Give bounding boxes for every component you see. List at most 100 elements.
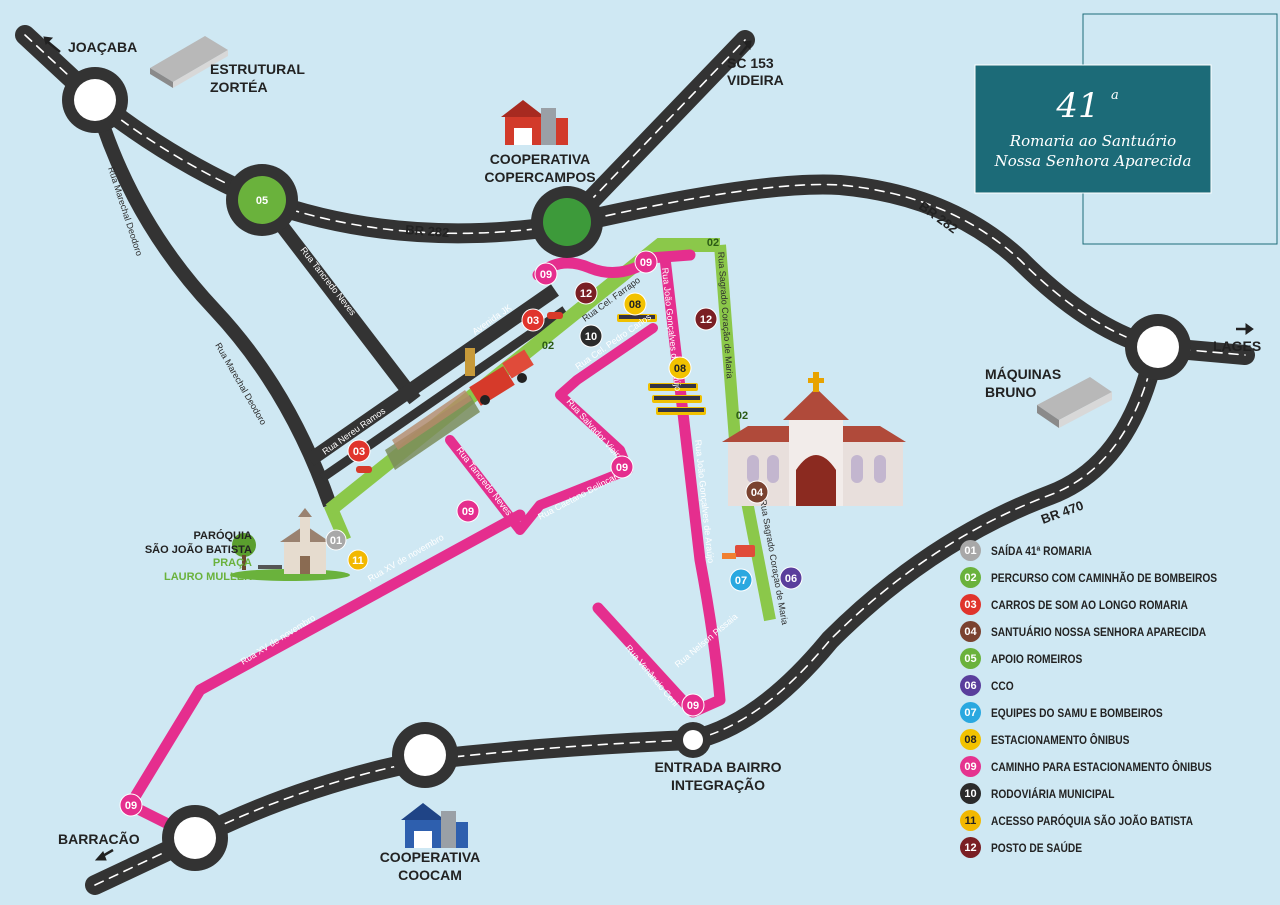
label-sc153-1: SC 153 <box>727 55 774 71</box>
direction-arrows <box>43 36 1254 861</box>
roundabout-coocam <box>392 722 458 788</box>
svg-text:02: 02 <box>707 237 719 249</box>
label-maquinas-1: MÁQUINAS <box>985 366 1061 382</box>
legend-item: 11 ACESSO PARÓQUIA SÃO JOÃO BATISTA <box>960 807 1280 834</box>
svg-text:06: 06 <box>785 573 797 585</box>
marker-07: 07 <box>729 568 753 592</box>
marker-05: 05 <box>256 195 268 207</box>
local-streets <box>88 98 568 508</box>
legend-label: CAMINHO PARA ESTACIONAMENTO ÔNIBUS <box>991 759 1212 774</box>
place-labels: JOAÇABA ESTRUTURAL ZORTÉA COOPERATIVA CO… <box>58 39 1261 883</box>
marker-08-a: 08 <box>623 292 647 316</box>
maquinas-building-icon <box>1037 377 1112 428</box>
marker-03-b: 03 <box>347 439 371 463</box>
roundabouts <box>62 67 1191 871</box>
label-br282-a: BR 282 <box>405 222 450 240</box>
legend-item: 05 APOIO ROMEIROS <box>960 645 1280 672</box>
svg-text:03: 03 <box>527 315 539 327</box>
svg-text:08: 08 <box>674 363 686 375</box>
estrutural-building-icon <box>150 36 228 88</box>
marker-09-b: 09 <box>634 250 658 274</box>
label-estrutural-2: ZORTÉA <box>210 79 268 95</box>
marker-02-c: 02 <box>736 410 748 422</box>
legend-number-badge: 01 <box>960 540 981 561</box>
label-coop-cop-1: COOPERATIVA <box>490 151 591 167</box>
label-coocam-1: COOPERATIVA <box>380 849 481 865</box>
roundabout-joacaba <box>62 67 128 133</box>
legend-label: PERCURSO COM CAMINHÃO DE BOMBEIROS <box>991 570 1218 585</box>
legend-number-badge: 05 <box>960 648 981 669</box>
marker-06: 06 <box>779 566 803 590</box>
buses-icon <box>617 314 706 415</box>
arrow-joacaba-icon <box>43 36 61 53</box>
svg-text:09: 09 <box>462 506 474 518</box>
label-paroquia-1: PARÓQUIA <box>194 529 253 542</box>
marker-09-c: 09 <box>610 455 634 479</box>
coocam-barn-icon <box>401 803 468 848</box>
marker-02-b: 02 <box>707 237 719 249</box>
marker-11: 11 <box>347 549 369 571</box>
legend-label: ACESSO PARÓQUIA SÃO JOÃO BATISTA <box>991 813 1193 828</box>
svg-text:03: 03 <box>353 446 365 458</box>
label-paroquia-2: SÃO JOÃO BATISTA <box>145 543 252 556</box>
legend-item: 02 PERCURSO COM CAMINHÃO DE BOMBEIROS <box>960 564 1280 591</box>
svg-text:04: 04 <box>751 487 764 499</box>
svg-text:12: 12 <box>580 288 592 300</box>
title-edition: 41 <box>1055 86 1099 126</box>
label-barracao: BARRACÃO <box>58 830 140 847</box>
legend-label: SAÍDA 41ª ROMARIA <box>991 543 1092 558</box>
legend-label: RODOVIÁRIA MUNICIPAL <box>991 786 1115 801</box>
svg-text:09: 09 <box>125 800 137 812</box>
legend-label: CARROS DE SOM AO LONGO ROMARIA <box>991 597 1188 612</box>
title-line1: Romaria ao Santuário <box>1009 132 1176 150</box>
svg-text:11: 11 <box>352 555 364 567</box>
marker-09-f: 09 <box>119 793 143 817</box>
title-box: 41 a Romaria ao Santuário Nossa Senhora … <box>974 13 1278 245</box>
procession-crowd-icon <box>385 348 534 470</box>
marker-12-b: 12 <box>694 307 718 331</box>
roundabout-copercampos <box>531 186 603 258</box>
label-sc153-2: VIDEIRA <box>727 72 784 88</box>
legend-item: 01 SAÍDA 41ª ROMARIA <box>960 537 1280 564</box>
svg-text:08: 08 <box>629 299 641 311</box>
svg-text:07: 07 <box>735 575 747 587</box>
roundabout-lages <box>1125 314 1191 380</box>
legend-label: SANTUÁRIO NOSSA SENHORA APARECIDA <box>991 624 1207 639</box>
title-line2: Nossa Senhora Aparecida <box>994 152 1192 170</box>
marker-03-a: 03 <box>521 308 545 332</box>
label-praca-1: PRAÇA <box>213 557 252 569</box>
svg-text:01: 01 <box>330 535 342 547</box>
pink-route <box>124 249 726 841</box>
legend-number-badge: 11 <box>960 810 981 831</box>
legend-number-badge: 02 <box>960 567 981 588</box>
marker-09-e: 09 <box>681 693 705 717</box>
legend-number-badge: 07 <box>960 702 981 723</box>
title-ordinal: a <box>1111 88 1119 103</box>
svg-text:09: 09 <box>616 462 628 474</box>
label-entrada-1: ENTRADA BAIRRO <box>654 759 781 775</box>
svg-text:05: 05 <box>256 195 268 207</box>
copercampos-barn-icon <box>501 100 568 145</box>
label-maquinas-2: BRUNO <box>985 384 1036 400</box>
legend-label: APOIO ROMEIROS <box>991 651 1083 666</box>
legend-label: CCO <box>991 678 1014 693</box>
svg-text:09: 09 <box>640 257 652 269</box>
roundabout-barracao <box>162 805 228 871</box>
marker-04: 04 <box>745 480 769 504</box>
arrow-barracao-icon <box>94 848 114 861</box>
legend-number-badge: 03 <box>960 594 981 615</box>
svg-text:02: 02 <box>736 410 748 422</box>
marker-09-a: 09 <box>534 262 558 286</box>
legend-number-badge: 10 <box>960 783 981 804</box>
legend-item: 03 CARROS DE SOM AO LONGO ROMARIA <box>960 591 1280 618</box>
marker-02-a: 02 <box>542 340 554 352</box>
roundabout-05 <box>226 164 298 236</box>
svg-text:02: 02 <box>542 340 554 352</box>
map-markers: 05 01 11 02 02 02 03 03 04 06 07 08 08 0… <box>119 195 803 817</box>
